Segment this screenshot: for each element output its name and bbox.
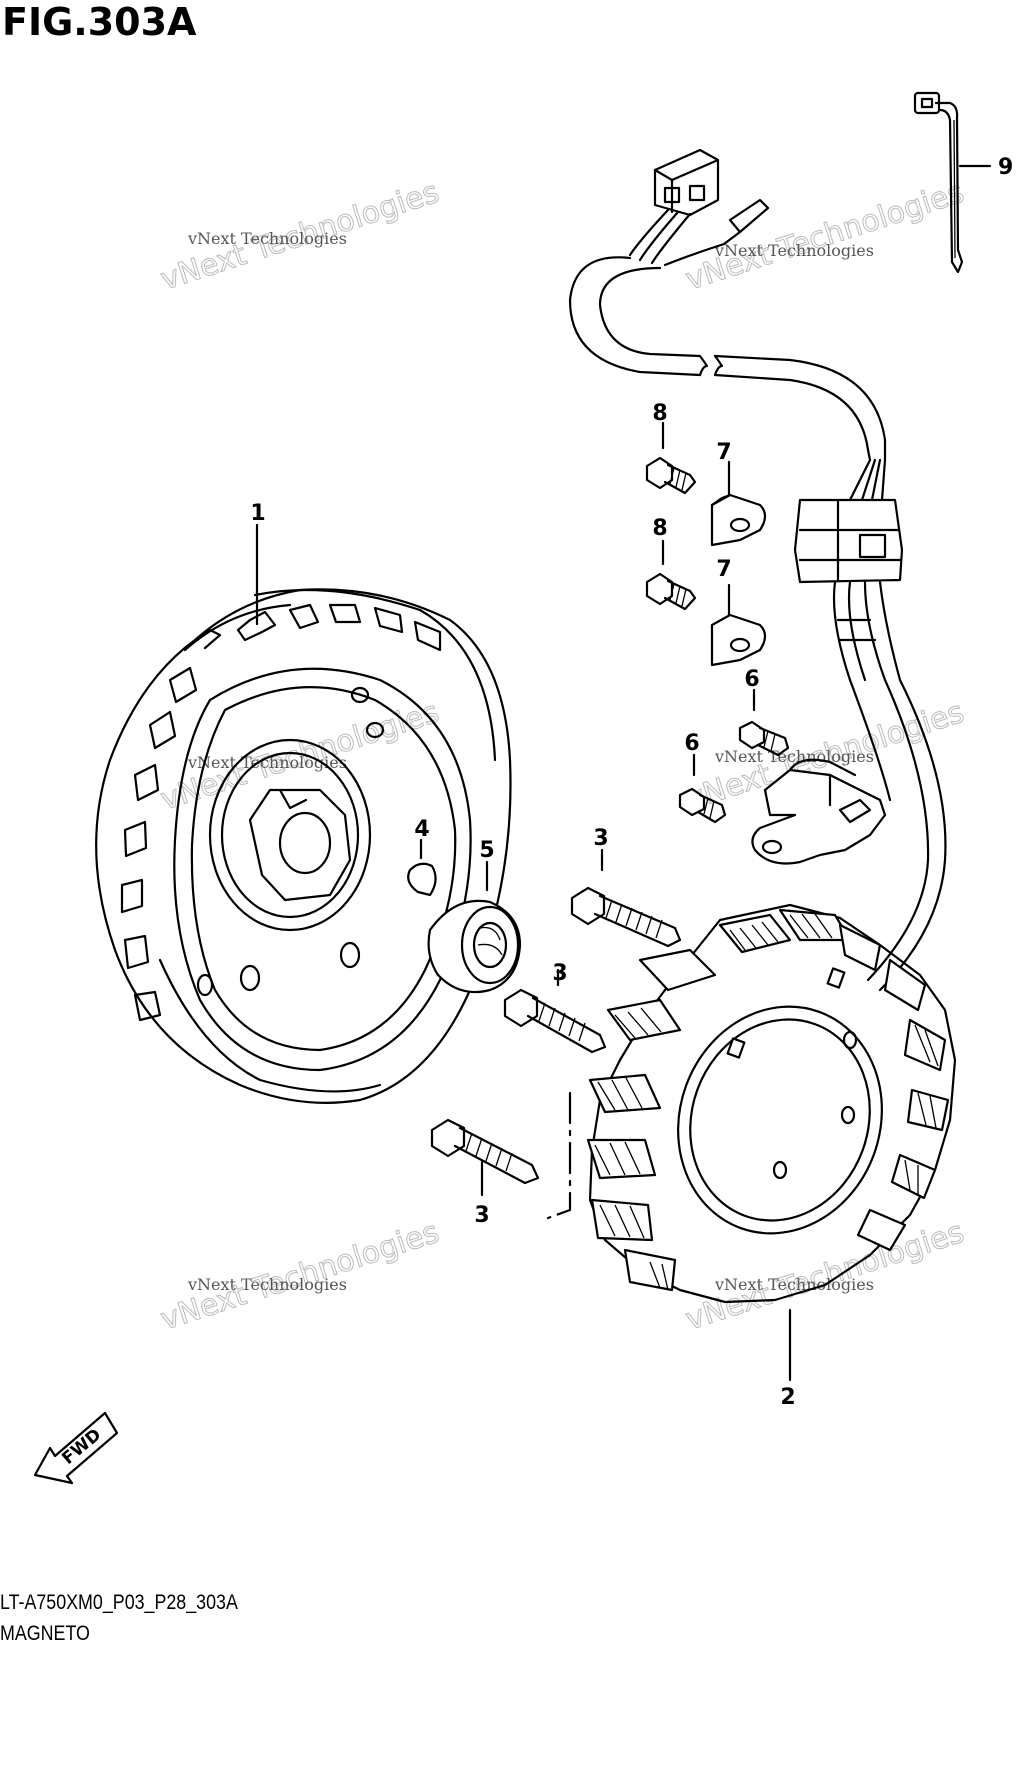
washer-nut-icon bbox=[427, 860, 522, 994]
wire-harness bbox=[568, 148, 947, 992]
bolt-icon bbox=[645, 539, 697, 611]
figure-title: FIG.303A bbox=[2, 0, 197, 44]
callout-8: 8 bbox=[652, 401, 667, 426]
bolt-icon bbox=[645, 421, 697, 495]
callout-6b: 6 bbox=[684, 731, 699, 756]
woodruff-key-icon bbox=[407, 838, 437, 897]
watermark-bottom-right: vNext Technologies vNext Technologies bbox=[681, 1214, 969, 1338]
callout-8b: 8 bbox=[652, 516, 667, 541]
callout-3a: 3 bbox=[593, 826, 608, 851]
cable-tie-icon bbox=[913, 91, 992, 274]
svg-text:vNext Technologies: vNext Technologies bbox=[187, 1275, 347, 1294]
figure-code: LT-A750XM0_P03_P28_303A bbox=[0, 1591, 238, 1614]
clamp-icon bbox=[710, 460, 767, 547]
callout-9: 9 bbox=[998, 155, 1013, 180]
callout-1: 2 bbox=[780, 1385, 795, 1410]
bolt-icon bbox=[678, 753, 727, 824]
callout-4: 4 bbox=[414, 817, 429, 842]
svg-text:vNext Technologies: vNext Technologies bbox=[714, 241, 874, 260]
bolt-icon bbox=[570, 848, 682, 948]
watermark-top-right: vNext Technologies vNext Technologies bbox=[681, 174, 969, 298]
figure-name: MAGNETO bbox=[0, 1622, 90, 1645]
svg-text:vNext Technologies: vNext Technologies bbox=[714, 1275, 874, 1294]
bolt-icon bbox=[738, 688, 790, 757]
bolt-icon bbox=[430, 1118, 540, 1197]
callout-5: 5 bbox=[479, 838, 494, 863]
stator-coil-icon bbox=[586, 903, 957, 1382]
callout-3c: 3 bbox=[474, 1203, 489, 1228]
callout-7b: 7 bbox=[716, 557, 731, 582]
bracket-line bbox=[546, 1091, 572, 1220]
fwd-arrow-icon: FWD bbox=[33, 1411, 119, 1485]
svg-text:vNext Technologies: vNext Technologies bbox=[682, 175, 969, 298]
watermark-bottom-left: vNext Technologies vNext Technologies bbox=[156, 1214, 444, 1338]
clamp-icon bbox=[710, 583, 767, 667]
watermark-top-left: vNext Technologies vNext Technologies bbox=[156, 174, 444, 298]
svg-text:vNext Technologies: vNext Technologies bbox=[187, 753, 347, 772]
rotor-flywheel-icon bbox=[95, 523, 512, 1104]
callout-2: 1 bbox=[250, 501, 265, 526]
pickup-sensor-icon bbox=[751, 758, 887, 865]
svg-text:vNext Technologies: vNext Technologies bbox=[187, 229, 347, 248]
svg-text:vNext Technologies: vNext Technologies bbox=[714, 747, 874, 766]
callout-3b: 3 bbox=[552, 961, 567, 986]
callout-6: 6 bbox=[744, 667, 759, 692]
callout-7: 7 bbox=[716, 440, 731, 465]
bolt-icon bbox=[503, 968, 607, 1054]
